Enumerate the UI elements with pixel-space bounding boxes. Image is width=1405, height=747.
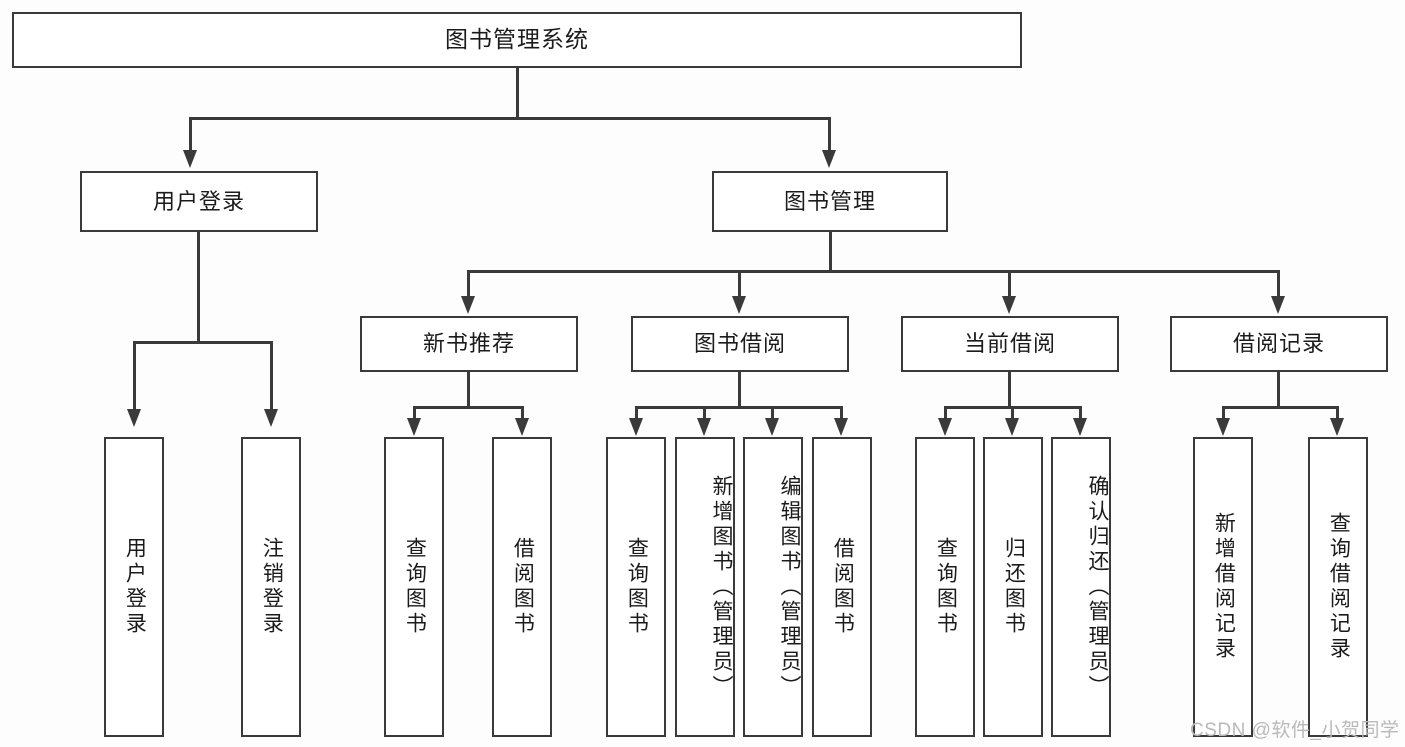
connector-br-drop-1: [1222, 406, 1225, 420]
node-leaf-borrow-book-1[interactable]: 借阅图书: [492, 437, 552, 737]
node-leaf-return-book-label: 归还图书: [1002, 537, 1026, 637]
connector-cb-drop-3: [1079, 406, 1082, 420]
node-leaf-query-book-3-label: 查询图书: [934, 537, 958, 637]
node-leaf-add-record[interactable]: 新增借阅记录: [1193, 437, 1253, 737]
node-leaf-add-book[interactable]: 新增图书（管理员）: [675, 437, 735, 737]
arrowhead-leaf-confirm-return: [1073, 418, 1087, 436]
node-new-book-rec[interactable]: 新书推荐: [360, 316, 578, 372]
node-leaf-add-book-label: 新增图书（管理员）: [710, 474, 733, 700]
arrowhead-leaf-query-book-1: [407, 418, 421, 436]
connector-bb-drop-3: [771, 406, 774, 420]
arrowhead-leaf-query-record: [1330, 418, 1344, 436]
node-current-borrow[interactable]: 当前借阅: [901, 316, 1119, 372]
node-leaf-borrow-book-1-label: 借阅图书: [511, 537, 535, 637]
node-leaf-edit-book-label: 编辑图书（管理员）: [778, 474, 801, 700]
arrowhead-leaf-add-record: [1216, 418, 1230, 436]
arrowhead-borrow-record: [1271, 296, 1285, 314]
connector-br-bus: [1222, 406, 1338, 409]
connector-l1-bus: [189, 117, 829, 120]
connector-book-manage-stem: [829, 232, 832, 272]
node-leaf-logout-label: 注销登录: [260, 537, 284, 637]
arrowhead-leaf-borrow-book-2: [834, 418, 848, 436]
connector-br-drop-2: [1336, 406, 1339, 420]
node-leaf-query-book-1-label: 查询图书: [403, 537, 427, 637]
node-current-borrow-label: 当前借阅: [963, 331, 1056, 357]
node-leaf-confirm-return-label: 确认归还（管理员）: [1086, 474, 1109, 700]
node-book-manage-label: 图书管理: [783, 188, 876, 214]
node-root-library-system[interactable]: 图书管理系统: [12, 12, 1022, 68]
connector-user-login-drop-2: [270, 341, 273, 411]
node-leaf-add-record-label: 新增借阅记录: [1212, 512, 1236, 662]
node-leaf-logout[interactable]: 注销登录: [241, 437, 301, 737]
connector-bm-drop-4: [1277, 270, 1280, 298]
arrowhead-leaf-query-book-3: [938, 418, 952, 436]
connector-bb-stem: [738, 372, 741, 408]
node-book-manage[interactable]: 图书管理: [712, 171, 948, 232]
arrowhead-leaf-query-book-2: [629, 418, 643, 436]
node-leaf-query-book-1[interactable]: 查询图书: [384, 437, 444, 737]
connector-bb-bus: [635, 406, 842, 409]
node-leaf-user-login-label: 用户登录: [123, 537, 147, 637]
connector-nbr-bus: [413, 406, 523, 409]
node-leaf-edit-book[interactable]: 编辑图书（管理员）: [743, 437, 803, 737]
node-leaf-query-book-2[interactable]: 查询图书: [606, 437, 666, 737]
connector-book-manage-bus: [467, 270, 1280, 273]
connector-nbr-stem: [467, 372, 470, 408]
node-leaf-return-book[interactable]: 归还图书: [983, 437, 1043, 737]
arrowhead-current-borrow: [1002, 296, 1016, 314]
node-leaf-query-book-2-label: 查询图书: [625, 537, 649, 637]
node-leaf-user-login[interactable]: 用户登录: [104, 437, 164, 737]
connector-user-login-bus: [133, 341, 273, 344]
node-user-login-label: 用户登录: [152, 188, 245, 214]
connector-bm-drop-1: [467, 270, 470, 298]
connector-root-stem: [516, 68, 519, 118]
connector-nbr-drop-1: [413, 406, 416, 420]
node-new-book-rec-label: 新书推荐: [422, 331, 515, 357]
node-leaf-query-record[interactable]: 查询借阅记录: [1308, 437, 1368, 737]
arrowhead-leaf-borrow-book-1: [515, 418, 529, 436]
node-borrow-record-label: 借阅记录: [1232, 331, 1325, 357]
node-leaf-borrow-book-2[interactable]: 借阅图书: [812, 437, 872, 737]
connector-bm-drop-3: [1008, 270, 1011, 298]
node-leaf-query-book-3[interactable]: 查询图书: [915, 437, 975, 737]
arrowhead-user-login: [183, 150, 197, 168]
arrowhead-new-book-rec: [461, 296, 475, 314]
arrowhead-leaf-return-book: [1005, 418, 1019, 436]
connector-user-login-stem: [197, 232, 200, 343]
node-user-login[interactable]: 用户登录: [80, 171, 318, 232]
connector-cb-drop-1: [944, 406, 947, 420]
connector-user-login-drop-1: [133, 341, 136, 411]
connector-bb-drop-1: [635, 406, 638, 420]
node-book-borrow-label: 图书借阅: [693, 331, 786, 357]
node-root-label: 图书管理系统: [445, 26, 589, 53]
node-leaf-confirm-return[interactable]: 确认归还（管理员）: [1051, 437, 1111, 737]
node-leaf-borrow-book-2-label: 借阅图书: [831, 537, 855, 637]
node-book-borrow[interactable]: 图书借阅: [631, 316, 849, 372]
arrowhead-leaf-user-login: [127, 409, 141, 427]
connector-nbr-drop-2: [521, 406, 524, 420]
arrowhead-leaf-add-book: [697, 418, 711, 436]
connector-l1-drop-left: [189, 117, 192, 153]
connector-l1-drop-right: [828, 117, 831, 153]
node-borrow-record[interactable]: 借阅记录: [1170, 316, 1388, 372]
connector-cb-stem: [1008, 372, 1011, 408]
arrowhead-book-borrow: [732, 296, 746, 314]
connector-bm-drop-2: [738, 270, 741, 298]
arrowhead-book-manage: [822, 150, 836, 168]
node-leaf-query-record-label: 查询借阅记录: [1327, 512, 1351, 662]
connector-bb-drop-4: [840, 406, 843, 420]
connector-bb-drop-2: [703, 406, 706, 420]
arrowhead-leaf-logout: [264, 409, 278, 427]
connector-br-stem: [1277, 372, 1280, 408]
connector-cb-drop-2: [1011, 406, 1014, 420]
arrowhead-leaf-edit-book: [765, 418, 779, 436]
